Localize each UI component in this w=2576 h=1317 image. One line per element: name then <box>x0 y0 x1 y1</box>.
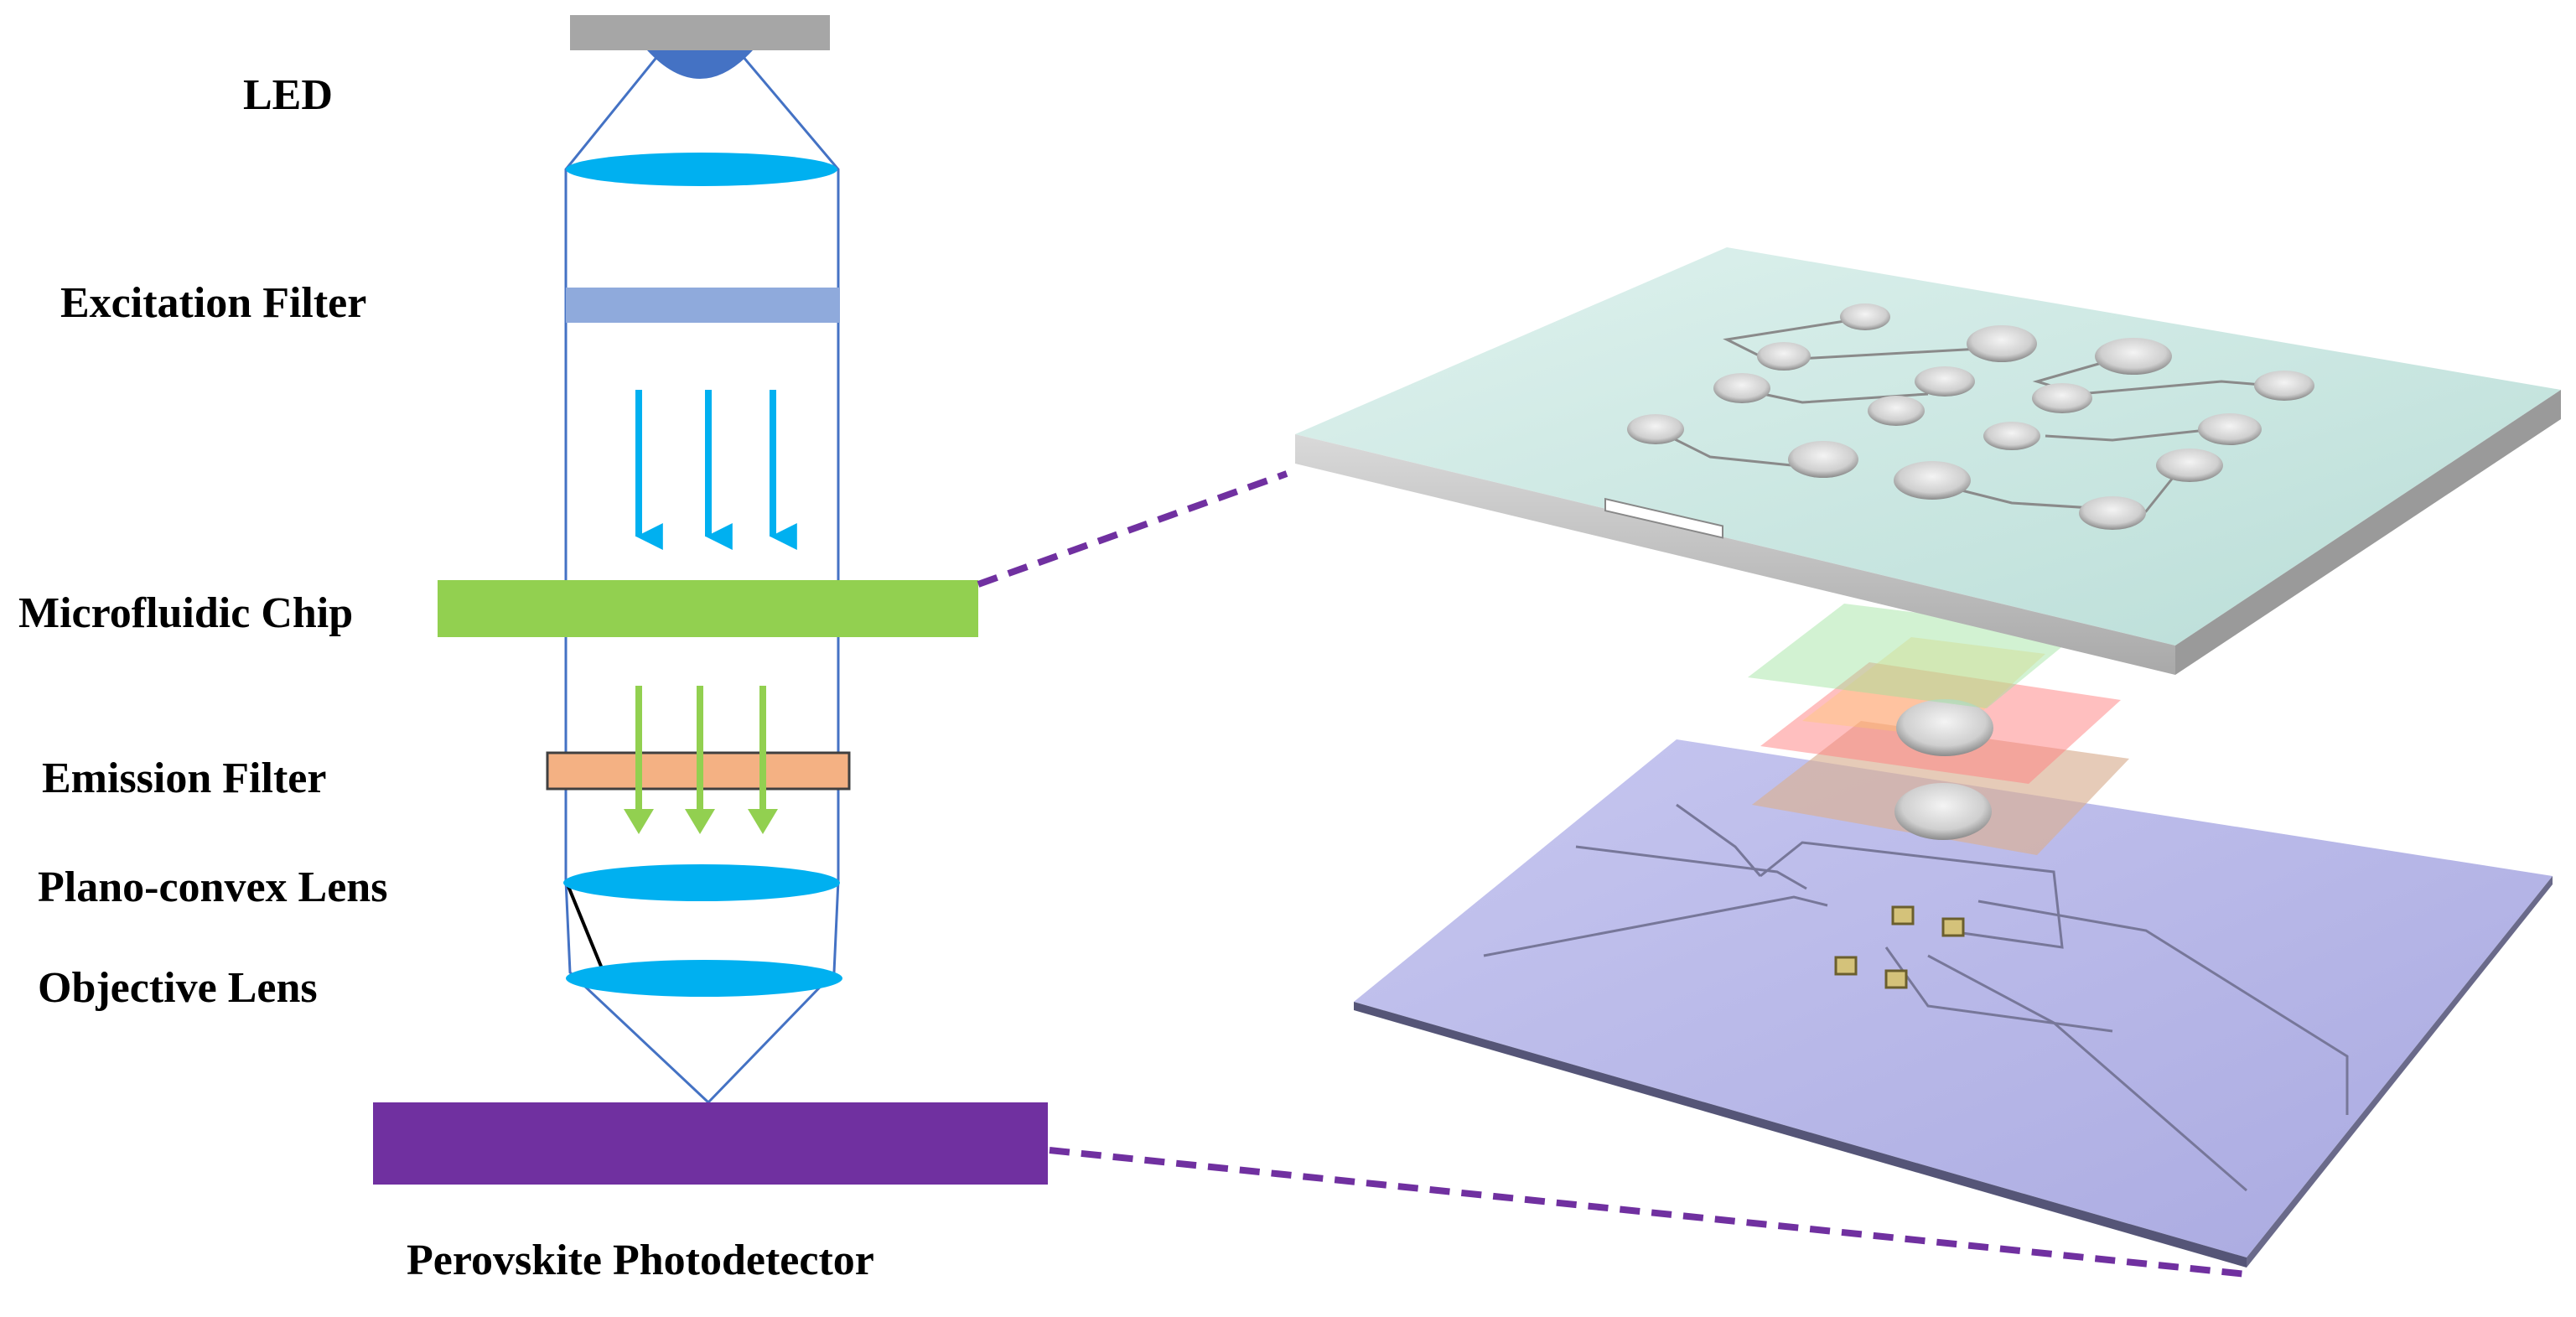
optical-filter-plate <box>1760 637 2121 784</box>
beam-outline-left <box>564 49 710 1104</box>
objective-lens <box>566 960 842 997</box>
microfluidic-chip-label: Microfluidic Chip <box>18 589 353 637</box>
perovskite-photodetector-label: Perovskite Photodetector <box>407 1237 874 1284</box>
emission-filter-label: Emission Filter <box>42 754 326 802</box>
collimating-lens <box>566 153 837 186</box>
lens-edge-line <box>564 879 605 973</box>
objective-lens-label: Objective Lens <box>38 964 318 1012</box>
plano-convex-lens <box>563 864 840 901</box>
emission-arrows <box>624 686 778 834</box>
perovskite-photodetector-bar <box>373 1102 1048 1185</box>
excitation-filter-label: Excitation Filter <box>60 279 366 327</box>
led-housing <box>570 15 830 50</box>
led-label: LED <box>243 71 333 119</box>
beam-outline-right <box>707 49 840 1104</box>
plano-convex-lens-label: Plano-convex Lens <box>38 863 387 911</box>
optical-path <box>373 15 2247 1278</box>
led-dome <box>647 50 753 79</box>
glass-microfluidic-chip <box>1295 247 2561 675</box>
chip-wells <box>1627 303 2314 530</box>
excitation-filter <box>566 288 840 323</box>
exploded-3d-view <box>1295 247 2561 1268</box>
microfluidic-chip-bar <box>438 580 978 637</box>
detector-dashed-leader <box>1049 1147 2247 1278</box>
chip-dashed-leader <box>977 470 1288 588</box>
photodetector-substrate <box>1354 739 2553 1268</box>
